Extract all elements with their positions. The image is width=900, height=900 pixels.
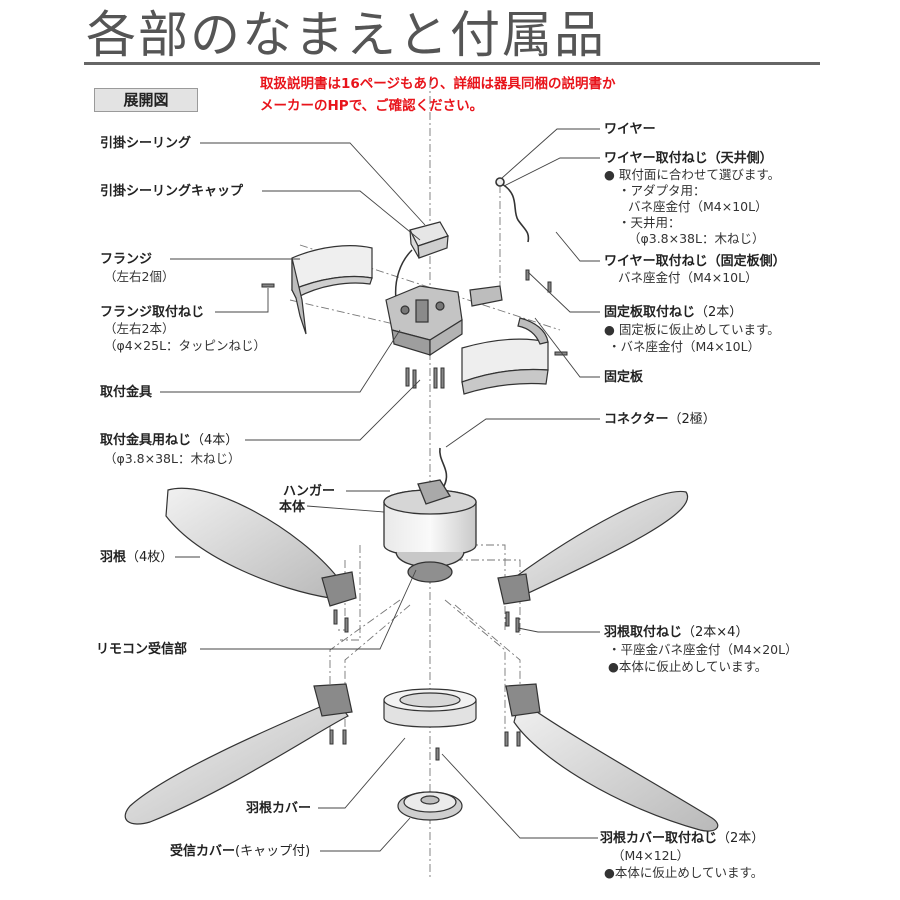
mount-bracket: [385, 285, 463, 357]
screws: [261, 269, 568, 761]
wire-screw-ceiling-d4: ・天井用：: [618, 215, 681, 230]
label-mount-screw: 取付金具用ねじ（4本）: [100, 433, 239, 448]
wire: [495, 177, 530, 243]
title-underline: [84, 62, 820, 65]
label-blade-count: （4枚）: [126, 550, 174, 565]
label-connector: コネクター（2極）: [604, 412, 716, 427]
notice-line-1: 取扱説明書は16ページもあり、詳細は器具同梱の説明書か: [260, 76, 616, 92]
wire-screw-ceiling-d2: ・アダプタ用：: [618, 183, 706, 198]
label-flange: フランジ: [100, 252, 153, 267]
blade-screw-d2: ●本体に仮止めしています。: [608, 659, 768, 674]
label-mount-screw-count: （4本）: [191, 433, 239, 448]
section-tab: 展開図: [94, 88, 198, 112]
label-flange-screw-sub1: （左右2本）: [104, 321, 175, 336]
wire-screw-ceiling-d1: ● 取付面に合わせて選びます。: [604, 167, 781, 182]
wire-screw-plate-d1: バネ座金付（M4×10L）: [618, 270, 758, 285]
label-wire: ワイヤー: [604, 122, 656, 137]
label-hikikake-ceiling: 引掛シーリング: [100, 136, 192, 151]
flange-right: [461, 317, 549, 395]
blade-lower-right: [505, 683, 719, 832]
label-connector-sub: （2極）: [668, 412, 716, 427]
label-wire-screw-plate: ワイヤー取付ねじ（固定板側）: [604, 254, 786, 269]
label-hanger: ハンガー: [283, 484, 336, 499]
label-blade-screw-count: （2本×4）: [682, 625, 749, 640]
cover-screw-d1: （M4×12L）: [612, 848, 690, 863]
notice-line-2: メーカーのHPで、ご確認ください。: [260, 98, 484, 114]
blade-screw-d1: ・平座金バネ座金付（M4×20L）: [608, 642, 798, 657]
blade-cover: [383, 688, 477, 728]
label-remote-receiver: リモコン受信部: [96, 642, 188, 657]
label-blade: 羽根（4枚）: [100, 550, 174, 565]
label-receiver-cover: 受信カバー(キャップ付): [170, 844, 311, 859]
label-mount: 取付金具: [100, 385, 153, 400]
label-plate-screw: 固定板取付ねじ（2本）: [604, 305, 743, 320]
fan-body: [383, 479, 477, 583]
blade-upper-left: [165, 487, 357, 607]
label-wire-screw-ceiling: ワイヤー取付ねじ（天井側）: [604, 151, 773, 166]
label-plate: 固定板: [604, 370, 644, 385]
label-flange-sub: （左右2個）: [104, 269, 175, 284]
blade-lower-left: [124, 683, 353, 825]
label-receiver-cover-sub: (キャップ付): [235, 844, 311, 859]
label-cover-screw-count: （2本）: [717, 831, 765, 846]
wire-screw-ceiling-d5: （φ3.8×38L：木ねじ）: [628, 231, 765, 246]
fixing-plate: [469, 285, 503, 307]
label-flange-screw: フランジ取付ねじ: [100, 305, 205, 320]
plate-screw-d1: ● 固定板に仮止めしています。: [604, 322, 780, 337]
label-body: 本体: [279, 500, 306, 515]
label-mount-screw-sub: （φ3.8×38L：木ねじ）: [104, 451, 241, 466]
plate-screw-d2: ・バネ座金付（M4×10L）: [608, 339, 761, 354]
page-title: 各部のなまえと付属品: [86, 6, 606, 64]
label-cover-screw: 羽根カバー取付ねじ（2本）: [600, 831, 765, 846]
wire-screw-ceiling-d3: バネ座金付（M4×10L）: [628, 199, 768, 214]
flange-left: [291, 245, 373, 335]
leader-lines: [160, 128, 600, 852]
ceiling-hook-cap: [409, 221, 449, 259]
label-blade-cover: 羽根カバー: [246, 801, 312, 816]
label-hikikake-cap: 引掛シーリングキャップ: [100, 184, 244, 199]
assembly-guides: [289, 80, 561, 880]
label-blade-screw: 羽根取付ねじ（2本×4）: [604, 625, 749, 640]
blade-upper-right: [497, 490, 689, 605]
receiver-cover: [397, 791, 463, 821]
label-plate-screw-count: （2本）: [695, 305, 743, 320]
label-flange-screw-sub2: （φ4×25L：タッピンねじ）: [104, 338, 267, 353]
cover-screw-d2: ●本体に仮止めしています。: [604, 865, 764, 880]
